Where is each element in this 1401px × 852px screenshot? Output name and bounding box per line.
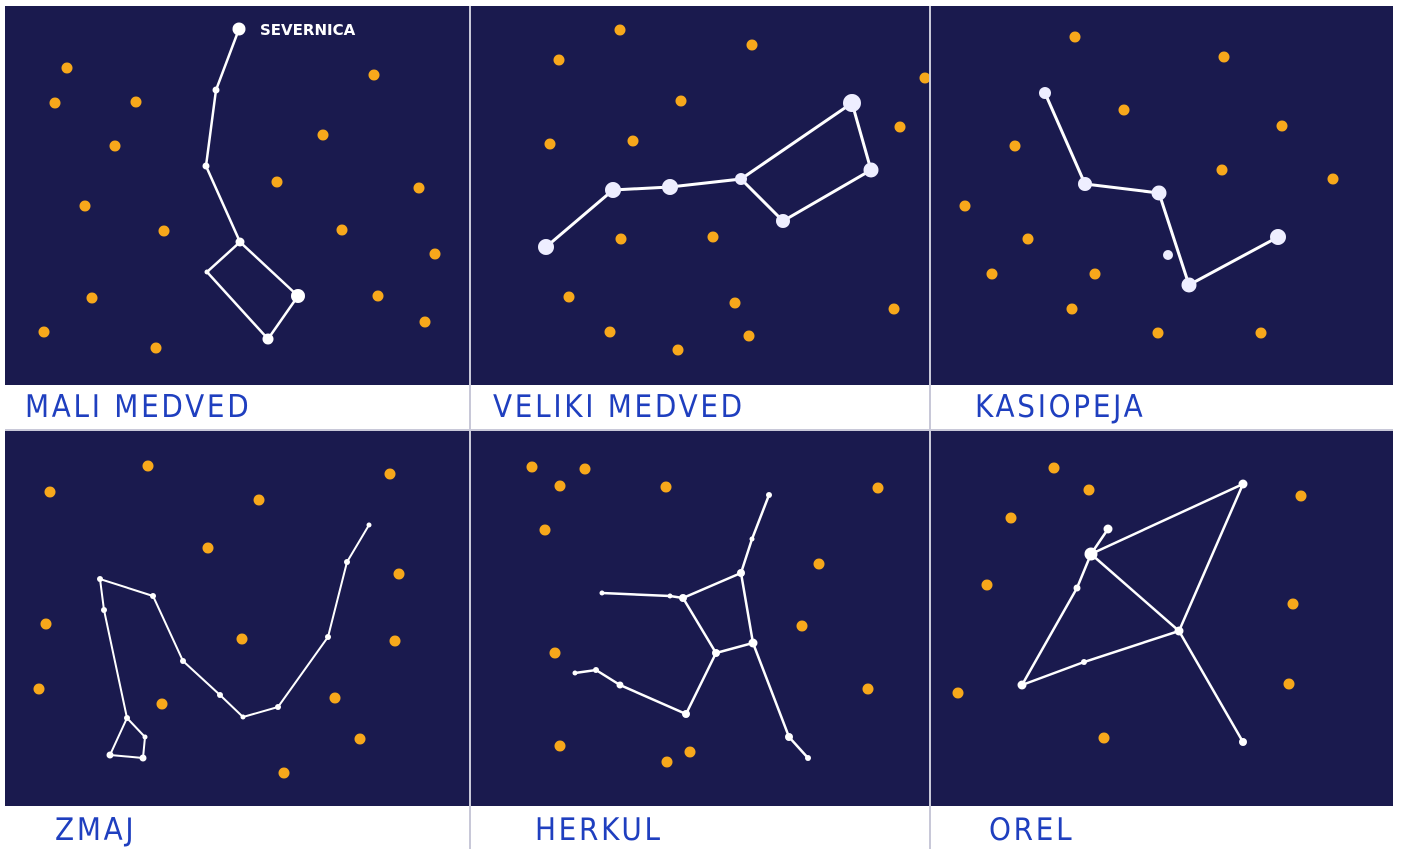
label-text: VELIKI MEDVED	[493, 389, 745, 425]
panel-zmaj: ZMAJ	[5, 431, 469, 849]
sky-kasiopeja	[931, 6, 1393, 385]
panel-veliki-medved: VELIKI MEDVED	[471, 6, 929, 429]
panel-herkul: HERKUL	[471, 431, 929, 849]
label-kasiopeja: KASIOPEJA	[931, 385, 1393, 429]
label-herkul: HERKUL	[471, 806, 929, 849]
sky-orel	[931, 431, 1393, 806]
sky-mali-medved: SEVERNICA	[5, 6, 469, 385]
label-text: OREL	[989, 812, 1074, 848]
constellation-grid: SEVERNICA MALI MEDVED	[5, 6, 1393, 849]
label-text: ZMAJ	[55, 812, 136, 848]
sky-zmaj	[5, 431, 469, 806]
label-veliki-medved: VELIKI MEDVED	[471, 385, 929, 429]
label-text: HERKUL	[535, 812, 663, 848]
label-zmaj: ZMAJ	[5, 806, 469, 849]
panel-mali-medved: SEVERNICA MALI MEDVED	[5, 6, 469, 429]
label-text: KASIOPEJA	[975, 389, 1145, 425]
label-mali-medved: MALI MEDVED	[5, 385, 469, 429]
star-label-severnica: SEVERNICA	[260, 21, 356, 39]
label-text: MALI MEDVED	[25, 389, 251, 425]
label-orel: OREL	[931, 806, 1393, 849]
sky-herkul	[471, 431, 929, 806]
panel-orel: OREL	[931, 431, 1393, 849]
panel-kasiopeja: KASIOPEJA	[931, 6, 1393, 429]
sky-veliki-medved	[471, 6, 929, 385]
